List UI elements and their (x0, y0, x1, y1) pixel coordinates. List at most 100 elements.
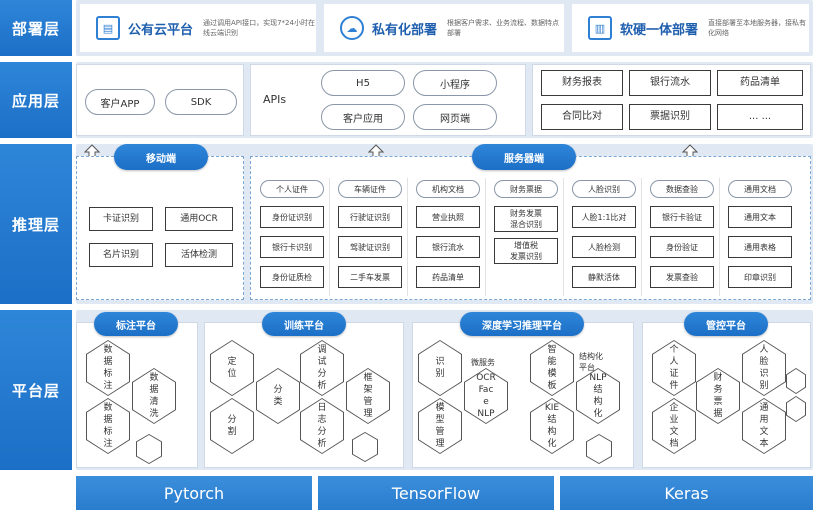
platform-hex[interactable]: 调 试 分 析 (300, 340, 344, 396)
api-pill-miniprogram[interactable]: 小程序 (413, 70, 497, 96)
platform-hex[interactable]: 定 位 (210, 340, 254, 396)
server-category-pill[interactable]: 人脸识别 (572, 180, 636, 198)
platform-hex[interactable]: 人 脸 识 别 (742, 340, 786, 396)
platform-hex[interactable] (786, 396, 806, 422)
server-capability-box[interactable]: 人脸1:1比对 (572, 206, 636, 228)
platform-hex[interactable]: 分 割 (210, 398, 254, 454)
deploy-card-public[interactable]: ▤ 公有云平台 通过调用API接口，实现7*24小时在线云端识别 (80, 4, 316, 52)
server-capability-box[interactable]: 行驶证识别 (338, 206, 402, 228)
server-capability-box[interactable]: 药品清单 (416, 266, 480, 288)
hex-label: KIE 结 构 化 (531, 399, 573, 453)
server-category-pill[interactable]: 财务票据 (494, 180, 558, 198)
server-capability-box[interactable]: 人脸检测 (572, 236, 636, 258)
platform-hex[interactable]: 数 据 清 洗 (132, 368, 176, 424)
platform-hex[interactable]: KIE 结 构 化 (530, 398, 574, 454)
hex-label: 识 别 (419, 341, 461, 395)
server-category-pill[interactable]: 车辆证件 (338, 180, 402, 198)
solution-contract-compare[interactable]: 合同比对 (541, 104, 623, 130)
hex-label: 个 人 证 件 (653, 341, 695, 395)
deploy-card-hardware[interactable]: ▥ 软硬一体部署 直接部署至本地服务器，接私有化网络 (572, 4, 809, 52)
platform-hex[interactable]: 日 志 分 析 (300, 398, 344, 454)
hex-label: 模 型 管 理 (419, 399, 461, 453)
server-capability-box[interactable]: 身份证质检 (260, 266, 324, 288)
hex-label: 智 能 模 板 (531, 341, 573, 395)
server-capability-box[interactable]: 银行流水 (416, 236, 480, 258)
layer-label-deploy: 部署层 (0, 0, 72, 56)
platform-hex[interactable]: NLP 结 构 化 (576, 368, 620, 424)
mobile-liveness[interactable]: 活体检测 (165, 243, 233, 267)
solution-drug-list[interactable]: 药品清单 (717, 70, 803, 96)
platform-hex[interactable]: 模 型 管 理 (418, 398, 462, 454)
solution-bank-statement[interactable]: 银行流水 (629, 70, 711, 96)
server-category-pill[interactable]: 机构文档 (416, 180, 480, 198)
client-app-pill[interactable]: 客户APP (85, 89, 155, 115)
framework-pytorch: Pytorch (76, 476, 312, 510)
apis-label: APIs (263, 93, 287, 106)
hex-label: OCR Fac e NLP (465, 369, 507, 423)
server-capability-box[interactable]: 身份证识别 (260, 206, 324, 228)
platform-hex[interactable]: 个 人 证 件 (652, 340, 696, 396)
hex-label: 定 位 (211, 341, 253, 395)
platform-hex[interactable]: 数 据 标 注 (86, 398, 130, 454)
deploy-desc: 通过调用API接口，实现7*24小时在线云端识别 (203, 19, 315, 37)
server-category-column (646, 178, 720, 296)
mobile-business-card[interactable]: 名片识别 (89, 243, 153, 267)
api-pill-client-app[interactable]: 客户应用 (321, 104, 405, 130)
control-label-pill: 管控平台 (684, 312, 768, 336)
platform-hex[interactable]: 数 据 标 注 (86, 340, 130, 396)
server-category-pill[interactable]: 数据查验 (650, 180, 714, 198)
api-pill-web[interactable]: 网页端 (413, 104, 497, 130)
server-capability-box[interactable]: 营业执照 (416, 206, 480, 228)
api-pill-h5[interactable]: H5 (321, 70, 405, 96)
app-layer: 客户APP SDK APIs H5 小程序 客户应用 网页端 财务报表 银行流水… (76, 62, 813, 138)
mobile-card-recognition[interactable]: 卡证识别 (89, 207, 153, 231)
server-capability-box[interactable]: 通用文本 (728, 206, 792, 228)
deploy-title: 公有云平台 (128, 22, 194, 38)
server-category-pill[interactable]: 通用文档 (728, 180, 792, 198)
server-capability-box[interactable]: 通用表格 (728, 236, 792, 258)
server-capability-box[interactable]: 发票查验 (650, 266, 714, 288)
training-label-pill: 训练平台 (262, 312, 346, 336)
app-panel-apis: APIs H5 小程序 客户应用 网页端 (250, 64, 526, 136)
solution-more[interactable]: ... ... (717, 104, 803, 130)
platform-hex[interactable]: 企 业 文 档 (652, 398, 696, 454)
solution-financial-report[interactable]: 财务报表 (541, 70, 623, 96)
deploy-title: 软硬一体部署 (620, 22, 699, 38)
server-capability-box[interactable]: 驾驶证识别 (338, 236, 402, 258)
platform-hex[interactable]: 识 别 (418, 340, 462, 396)
platform-hex[interactable]: 通 用 文 本 (742, 398, 786, 454)
sdk-pill[interactable]: SDK (165, 89, 237, 115)
server-capability-box[interactable]: 银行卡识别 (260, 236, 324, 258)
server-capability-box[interactable]: 财务发票 混合识别 (494, 206, 558, 232)
server-label-pill: 服务器端 (472, 144, 576, 170)
platform-hex[interactable]: 框 架 管 理 (346, 368, 390, 424)
server-capability-box[interactable]: 身份验证 (650, 236, 714, 258)
hardware-icon: ▥ (588, 16, 612, 40)
deploy-title: 私有化部署 (372, 22, 438, 38)
platform-hex[interactable]: 财 务 票 据 (696, 368, 740, 424)
private-cloud-icon: ☁ (340, 16, 364, 40)
app-panel-client: 客户APP SDK (76, 64, 244, 136)
server-capability-box[interactable]: 银行卡验证 (650, 206, 714, 228)
server-capability-box[interactable]: 增值税 发票识别 (494, 238, 558, 264)
cloud-server-icon: ▤ (96, 16, 120, 40)
platform-hex[interactable]: OCR Fac e NLP (464, 368, 508, 424)
server-capability-box[interactable]: 印章识别 (728, 266, 792, 288)
platform-hex[interactable] (586, 434, 612, 464)
solution-receipt-recognition[interactable]: 票据识别 (629, 104, 711, 130)
framework-keras: Keras (560, 476, 813, 510)
platform-hex[interactable] (136, 434, 162, 464)
server-category-pill[interactable]: 个人证件 (260, 180, 324, 198)
server-capability-box[interactable]: 二手车发票 (338, 266, 402, 288)
platform-hex[interactable] (786, 368, 806, 394)
deploy-layer: ▤ 公有云平台 通过调用API接口，实现7*24小时在线云端识别 ☁ 私有化部署… (76, 0, 813, 56)
server-capability-box[interactable]: 静默活体 (572, 266, 636, 288)
hex-label: 框 架 管 理 (347, 369, 389, 423)
deploy-card-private[interactable]: ☁ 私有化部署 根据客户需求、业务流程、数据特点部署 (324, 4, 564, 52)
hex-label: 企 业 文 档 (653, 399, 695, 453)
platform-hex[interactable]: 分 类 (256, 368, 300, 424)
hex-label: 分 割 (211, 399, 253, 453)
platform-hex[interactable]: 智 能 模 板 (530, 340, 574, 396)
mobile-general-ocr[interactable]: 通用OCR (165, 207, 233, 231)
platform-hex[interactable] (352, 432, 378, 462)
